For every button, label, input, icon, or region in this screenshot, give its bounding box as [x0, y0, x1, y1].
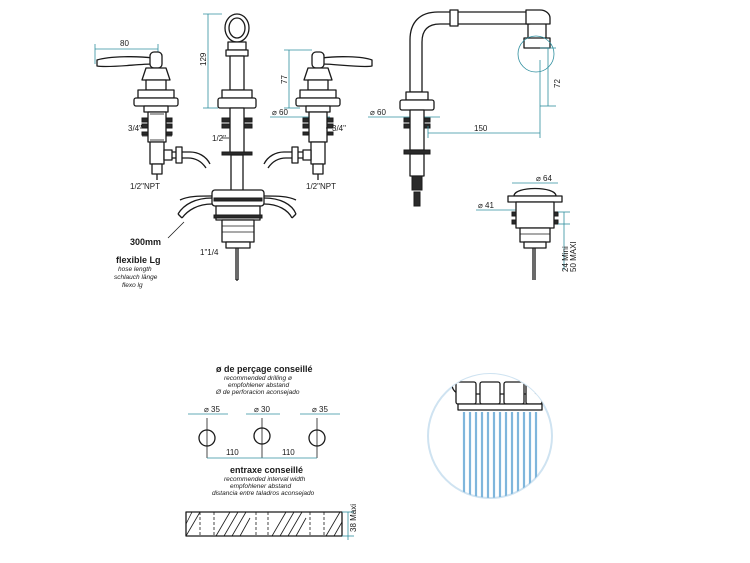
drilling-es: Ø de perforacion aconsejado [215, 389, 300, 396]
flexible-title: flexible Lg [116, 255, 161, 265]
aerator-detail [427, 373, 553, 499]
pop-up-drain: ⌀ 64 ⌀ 41 24 Mini 50 MAXI [476, 174, 578, 280]
dim-spout-height: 129 [199, 52, 208, 66]
side-view-spout: 72 ⌀ 60 150 [368, 9, 562, 207]
deck-section: 38 Maxi [185, 504, 358, 540]
npt-label-right: 1/2"NPT [306, 182, 336, 191]
dim-lever-base: ⌀ 60 [272, 108, 288, 117]
center-spout: 129 1/2" [199, 13, 257, 194]
dim-drain-top: ⌀ 64 [536, 174, 552, 183]
dim-drill-right: ⌀ 35 [312, 405, 328, 414]
thread-label-center: 1/2" [212, 134, 226, 143]
dim-spout-reach: 150 [474, 124, 488, 133]
flexible-en: hose length [118, 266, 152, 273]
drilling-en: recommended drilling ø [224, 375, 292, 382]
dim-handle-width: 80 [120, 39, 129, 48]
left-lever-handle: 80 3/4" 1/2"NPT [94, 39, 211, 191]
flexible-de: schlauch länge [114, 274, 158, 281]
interval-es: distancia entre taladros aconsejado [212, 490, 315, 497]
dim-spout-base: ⌀ 60 [370, 108, 386, 117]
dim-drain-thickness: 24 Mini [561, 246, 570, 272]
thread-label-left: 3/4" [128, 124, 142, 133]
dim-interval-left: 110 [226, 448, 239, 457]
dim-drill-left: ⌀ 35 [204, 405, 220, 414]
dim-drain-thickness-max: 50 MAXI [569, 241, 578, 272]
interval-de: empfohlener abstand [230, 483, 291, 490]
hatch-segment-2 [215, 511, 251, 537]
hose-length-value: 300mm [130, 237, 161, 247]
dim-interval-right: 110 [282, 448, 295, 457]
hatch-segment-3 [271, 511, 307, 537]
dim-drain-body: ⌀ 41 [478, 201, 494, 210]
mixing-body: 300mm flexible Lg hose length schlauch l… [114, 189, 297, 289]
dim-outlet-height: 72 [553, 79, 562, 88]
drilling-de: empfohlener abstand [228, 382, 289, 389]
interval-title: entraxe conseillé [230, 465, 303, 475]
dim-deck-thickness: 38 Maxi [349, 504, 358, 532]
dim-lever-height: 77 [280, 75, 289, 84]
drilling-title: ø de perçage conseillé [216, 364, 313, 374]
drilling-pattern: ø de perçage conseillé recommended drill… [188, 364, 340, 497]
flexible-es: flexo lg [122, 282, 143, 289]
dim-drill-center: ⌀ 30 [254, 405, 270, 414]
npt-label-left: 1/2"NPT [130, 182, 160, 191]
hatch-segment-1 [185, 511, 201, 537]
right-lever-handle: 77 ⌀ 60 3/4" 1/2"NPT [263, 49, 373, 191]
hatch-segment-4 [325, 511, 343, 537]
thread-label-right: 3/4" [332, 124, 346, 133]
interval-en: recommended interval width [224, 476, 306, 483]
drain-thread-label: 1"1/4 [200, 248, 219, 257]
